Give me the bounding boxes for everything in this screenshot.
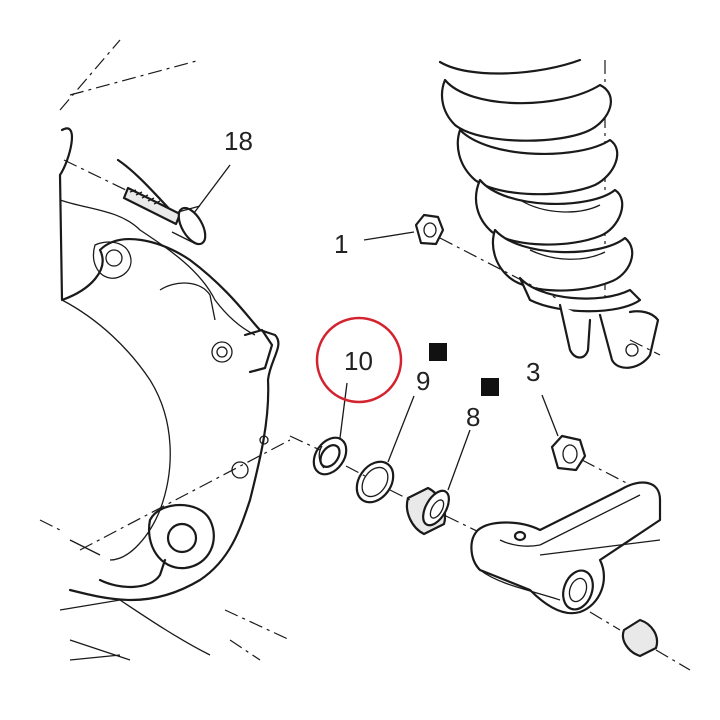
- callout-10: 10: [344, 346, 373, 376]
- washer-9: [345, 395, 415, 504]
- frame-bracket: [39, 39, 291, 661]
- nut-1: [363, 213, 561, 301]
- bushing-8: [389, 429, 486, 536]
- callout-8: 8: [466, 402, 480, 432]
- rocker-link: [470, 481, 691, 671]
- highlight-circle: [315, 316, 403, 404]
- marker-square-8: [481, 378, 499, 396]
- callout-1: 1: [334, 229, 348, 259]
- bolt-18: [63, 159, 231, 246]
- callout-9: 9: [416, 366, 430, 396]
- callout-18: 18: [224, 126, 253, 156]
- seal-10: [289, 382, 348, 476]
- marker-square-9: [429, 343, 447, 361]
- shock-absorber: [438, 58, 661, 369]
- callout-3: 3: [526, 357, 540, 387]
- nut-3: [541, 394, 641, 491]
